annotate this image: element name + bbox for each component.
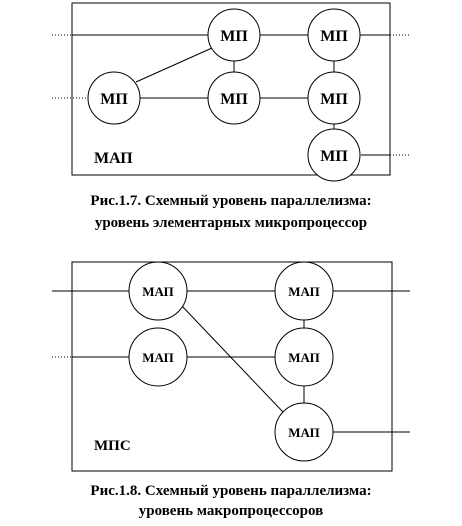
- node-mp-3-label: МП: [320, 28, 348, 45]
- mps-frame: [71, 261, 393, 472]
- figure-1-7-caption-line-1: Рис.1.7. Схемный уровень параллелизма:: [90, 193, 372, 209]
- link-n1-n2: [135, 47, 213, 83]
- node-map-5: [274, 402, 334, 462]
- node-mp-5: [307, 71, 361, 125]
- node-mp-5-label: МП: [320, 91, 348, 108]
- figure-1-7: [52, 2, 410, 182]
- figure-1-8-caption-line-2: уровень макропроцессоров: [138, 503, 324, 519]
- map-frame-label: МАП: [94, 150, 133, 167]
- node-mp-1-label: МП: [100, 91, 128, 108]
- figure-1-8: [52, 261, 410, 472]
- node-mp-2: [207, 8, 261, 62]
- link-m1-m5: [180, 304, 284, 413]
- node-map-4-label: МАП: [288, 350, 319, 365]
- node-map-1: [128, 261, 188, 321]
- node-mp-4: [207, 71, 261, 125]
- mps-frame-label: МПС: [94, 438, 131, 454]
- node-map-4: [274, 327, 334, 387]
- node-mp-6: [307, 128, 361, 182]
- node-mp-6-label: МП: [320, 148, 348, 165]
- node-mp-3: [307, 8, 361, 62]
- node-map-3-label: МАП: [142, 350, 173, 365]
- node-map-5-label: МАП: [288, 425, 319, 440]
- node-map-2-label: МАП: [288, 284, 319, 299]
- node-map-2: [274, 261, 334, 321]
- node-map-3: [128, 327, 188, 387]
- node-mp-1: [87, 71, 141, 125]
- map-frame: [71, 2, 391, 176]
- node-map-1-label: МАП: [142, 284, 173, 299]
- figure-1-8-caption-line-1: Рис.1.8. Схемный уровень параллелизма:: [90, 483, 372, 499]
- node-mp-2-label: МП: [220, 28, 248, 45]
- node-mp-4-label: МП: [220, 91, 248, 108]
- figure-1-7-caption-line-2: уровень элементарных микропроцессор: [94, 215, 368, 231]
